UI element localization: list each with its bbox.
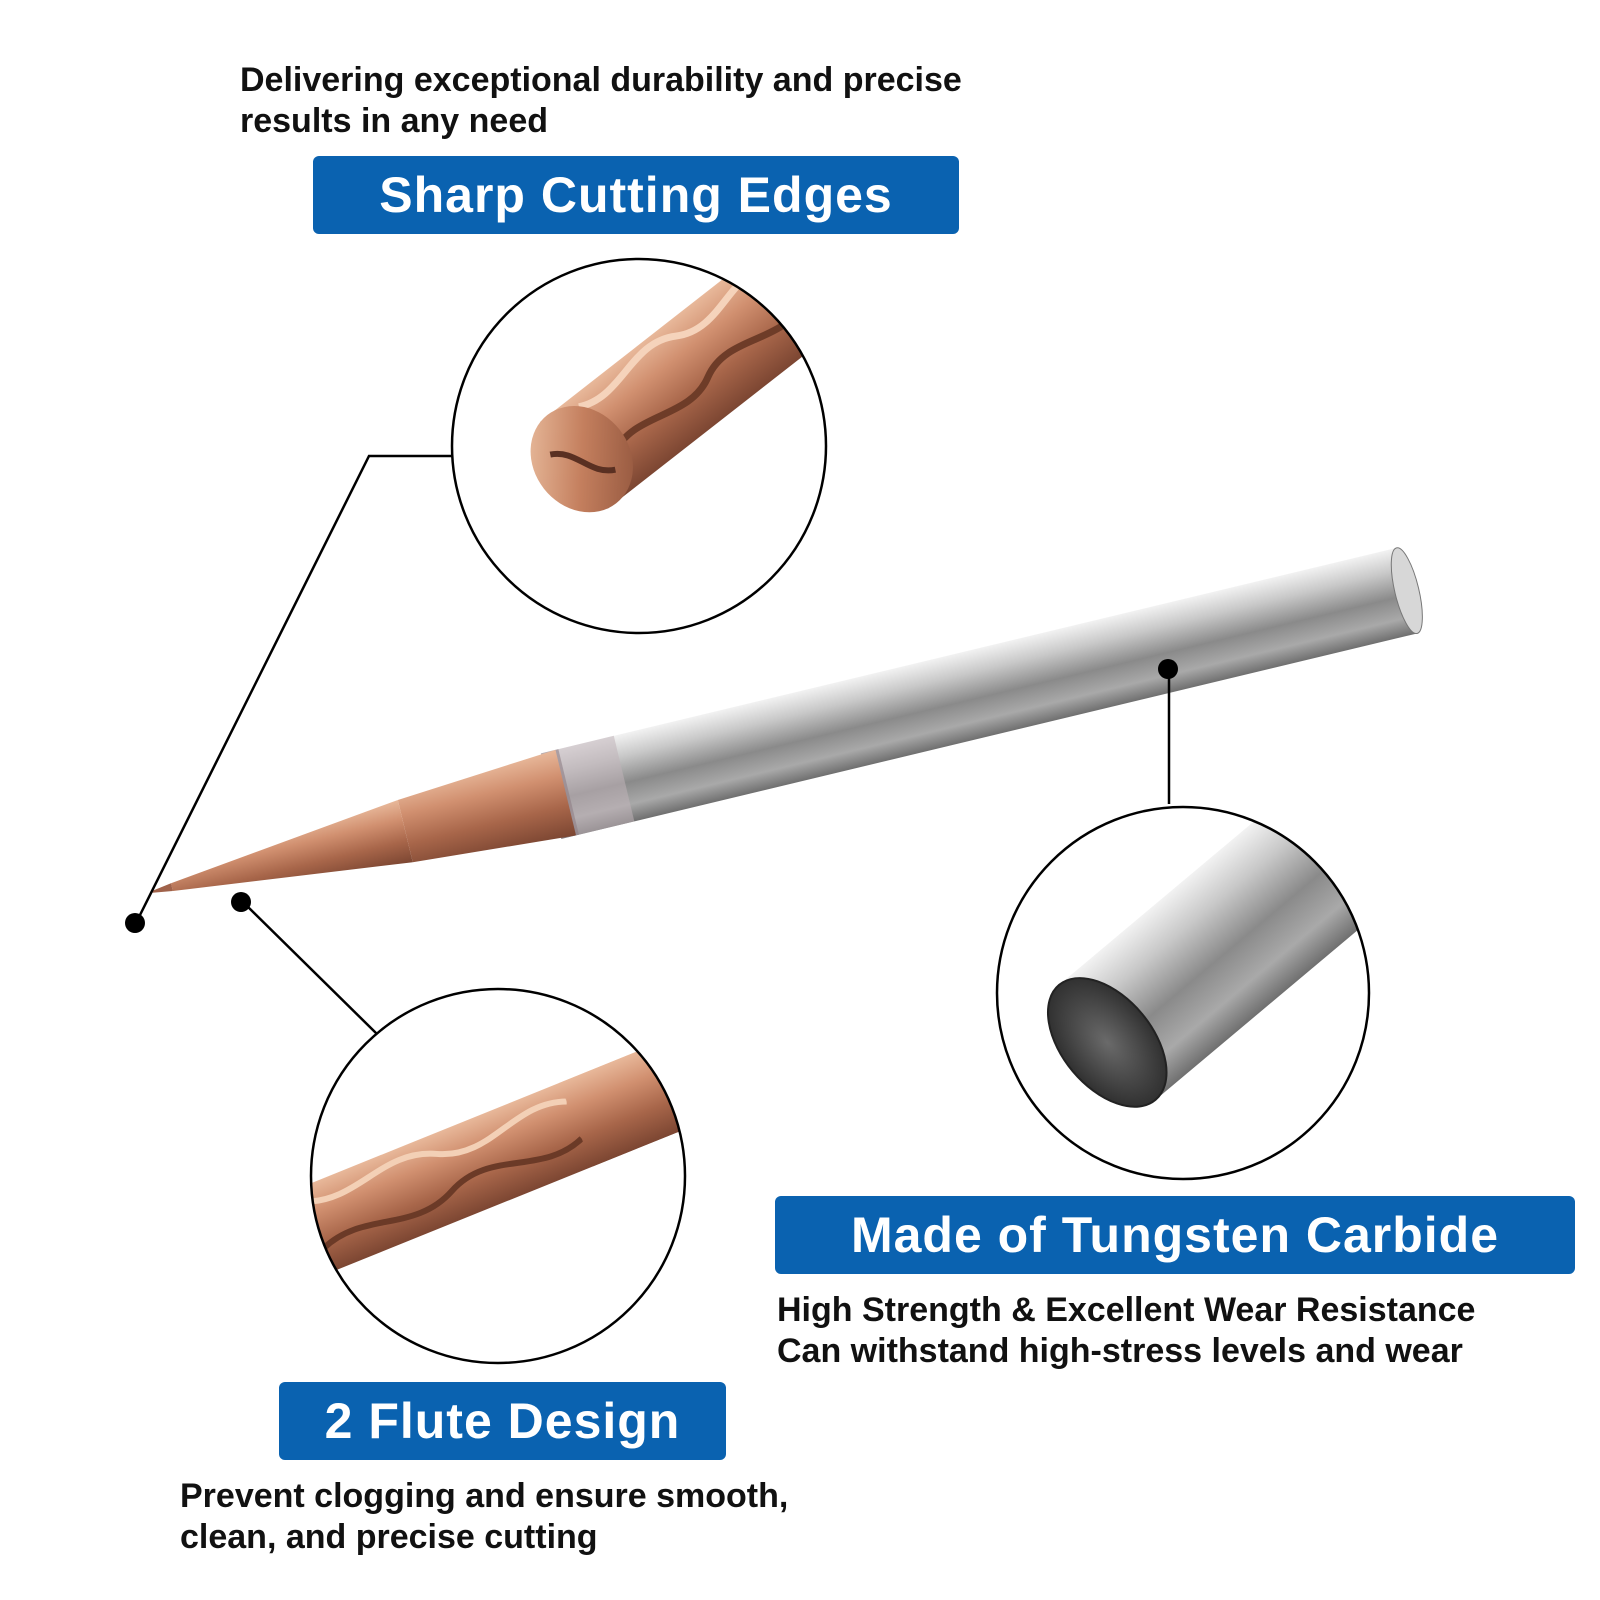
sharp-cutting-edges-label: Sharp Cutting Edges [379, 167, 893, 223]
tool-copper-neck [152, 749, 576, 893]
flute-description: Prevent clogging and ensure smooth, clea… [180, 1476, 788, 1558]
tungsten-carbide-label: Made of Tungsten Carbide [850, 1207, 1500, 1263]
callout-line-top [134, 454, 453, 924]
callout-lines [134, 454, 1171, 1035]
top-description-line-1: Delivering exceptional durability and pr… [240, 61, 962, 99]
flute-design-label: 2 Flute Design [324, 1393, 681, 1449]
material-description-line-1: High Strength & Excellent Wear Resistanc… [777, 1291, 1476, 1329]
zoom-circle-flute [309, 987, 687, 1365]
callout-dots [125, 659, 1178, 933]
flute-design-badge: 2 Flute Design [279, 1382, 726, 1460]
end-mill-tool [152, 547, 1423, 893]
top-description: Delivering exceptional durability and pr… [240, 60, 962, 142]
callout-dot-shank [1158, 659, 1178, 679]
flute-description-line-1: Prevent clogging and ensure smooth, [180, 1477, 789, 1515]
flute-description-line-2: clean, and precise cutting [180, 1518, 598, 1556]
top-description-line-2: results in any need [240, 102, 548, 140]
callout-line-bottom [242, 901, 378, 1035]
tungsten-carbide-badge: Made of Tungsten Carbide [775, 1196, 1575, 1274]
callout-dot-flute [231, 892, 251, 912]
zoom-circle-cutting-edge [450, 257, 828, 635]
zoom-circle-shank-end [995, 805, 1371, 1181]
material-description: High Strength & Excellent Wear Resistanc… [777, 1290, 1475, 1372]
sharp-cutting-edges-badge: Sharp Cutting Edges [313, 156, 959, 234]
material-description-line-2: Can withstand high-stress levels and wea… [777, 1332, 1463, 1370]
callout-dot-tip [125, 913, 145, 933]
